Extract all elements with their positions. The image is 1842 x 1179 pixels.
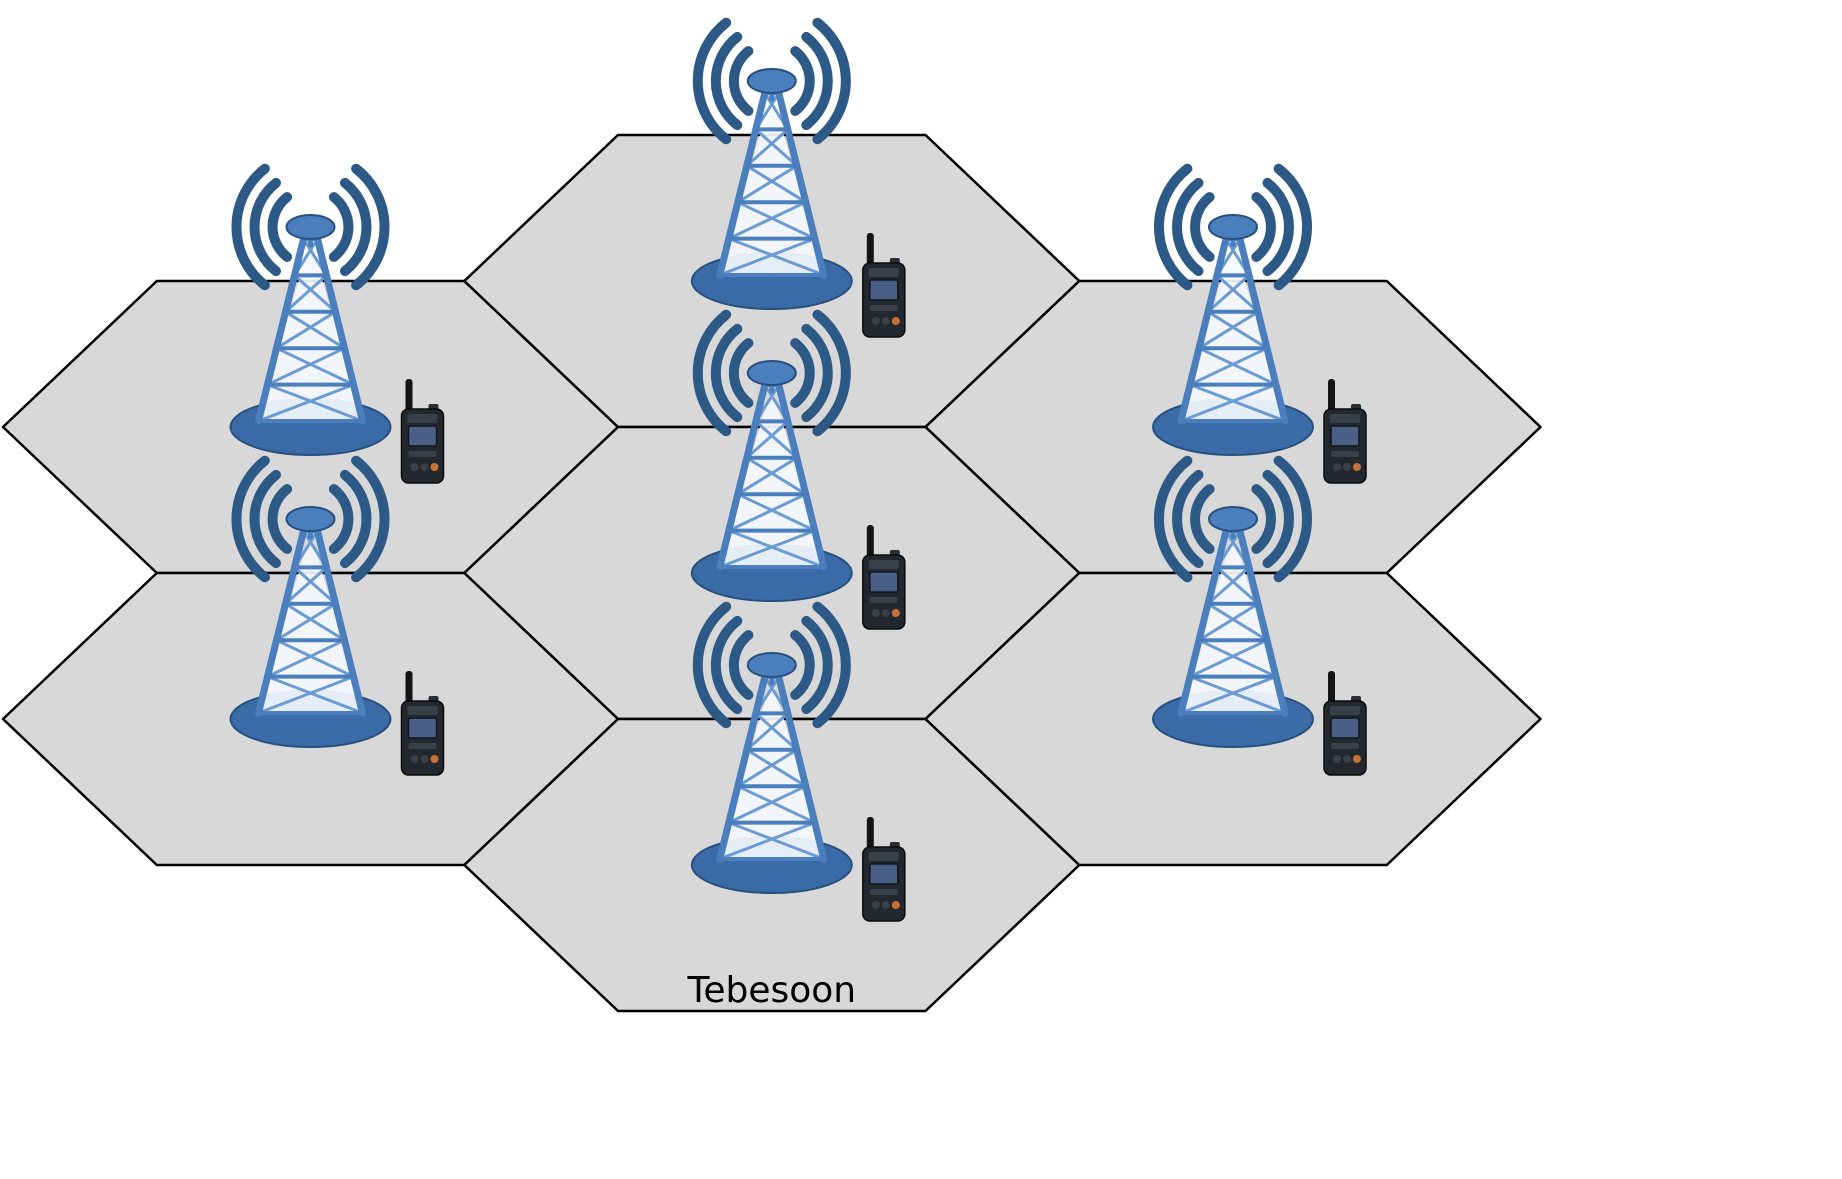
cell-label: Tebesoon [686, 970, 856, 1011]
labels-layer: Tebesoon [686, 970, 856, 1011]
